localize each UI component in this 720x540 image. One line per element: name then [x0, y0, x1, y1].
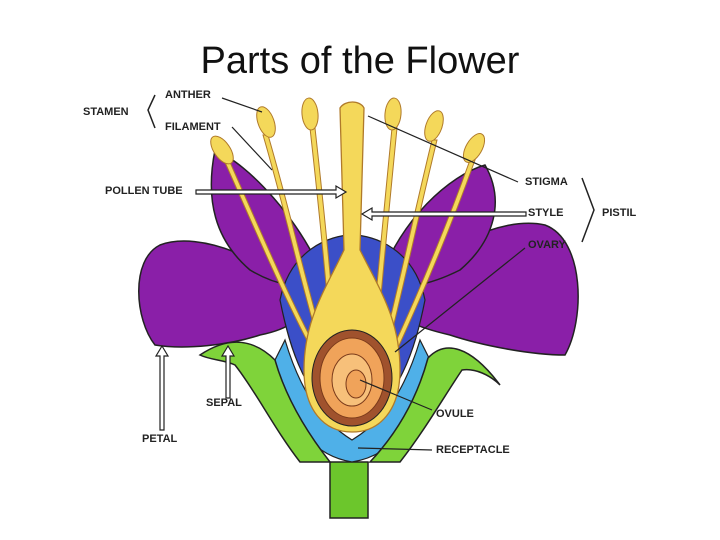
filaments [223, 127, 476, 351]
sepal-right [368, 347, 501, 463]
ovule-inner [345, 369, 367, 399]
label-pistil: PISTIL [602, 207, 637, 219]
label-petal: PETAL [142, 433, 178, 445]
stem [329, 461, 369, 519]
leader-lines [154, 97, 527, 451]
label-filament: FILAMENT [165, 121, 221, 133]
label-anther: ANTHER [165, 89, 211, 101]
label-style: STYLE [528, 207, 563, 219]
label-sepal: SEPAL [206, 397, 242, 409]
label-stigma: STIGMA [525, 176, 568, 188]
label-pollen-tube: POLLEN TUBE [105, 185, 183, 197]
label-receptacle: RECEPTACLE [436, 444, 510, 456]
slide-title: Parts of the Flower [200, 40, 520, 82]
sepal-left [198, 341, 332, 463]
anthers [210, 97, 486, 165]
label-stamen: STAMEN [83, 106, 129, 118]
stamen-bracket [147, 94, 156, 129]
label-ovule: OVULE [436, 408, 474, 420]
label-ovary: OVARY [528, 239, 567, 251]
pistil-bracket [581, 177, 595, 243]
